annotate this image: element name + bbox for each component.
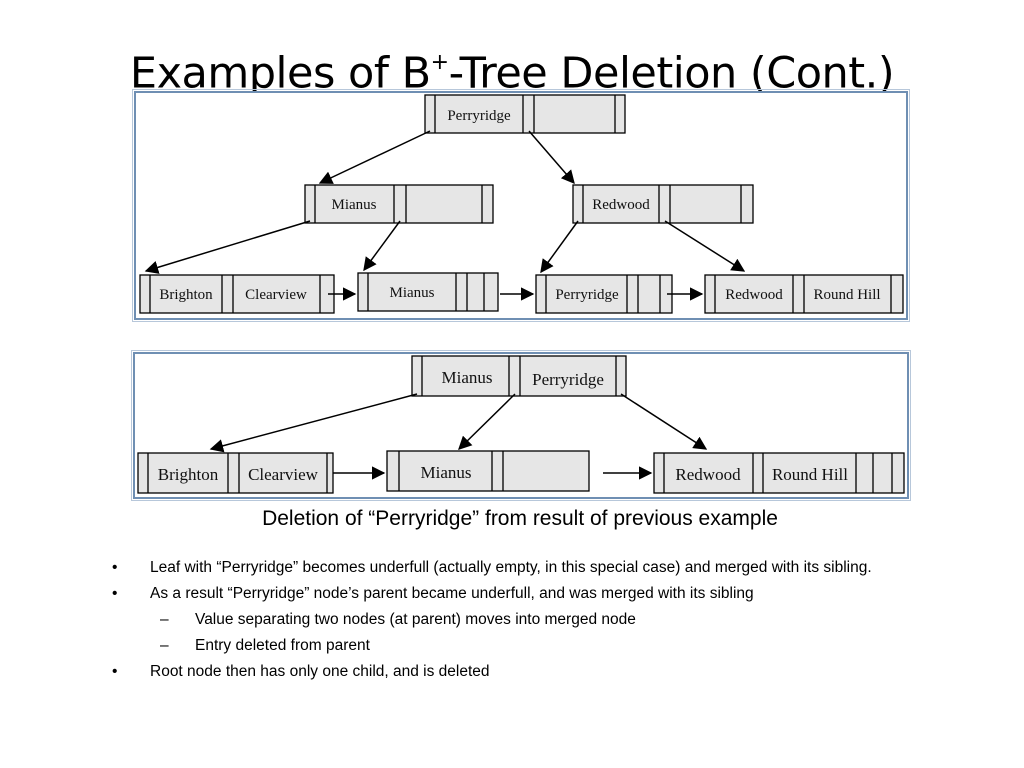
internal-left-key-1: Mianus xyxy=(332,197,377,213)
leaf2-key-1: Mianus xyxy=(390,285,435,301)
internal-right-key-1: Redwood xyxy=(592,197,650,213)
bullet-marker: • xyxy=(112,559,118,576)
bullet-text: As a result “Perryridge” node’s parent b… xyxy=(150,585,754,602)
sub-bullet-item: – Entry deleted from parent xyxy=(110,635,930,656)
merged-leaf2-key-1: Mianus xyxy=(421,463,472,482)
sub-bullet-text: Value separating two nodes (at parent) m… xyxy=(195,611,636,628)
tree-after-figure: Mianus Perryridge Brighton Clearview Mia… xyxy=(131,350,911,501)
tree-before-figure: Perryridge Mianus Redwood Bri xyxy=(132,89,910,322)
leaf-node-2: Mianus xyxy=(357,272,499,312)
merged-leaf3-key-1: Redwood xyxy=(675,465,741,484)
leaf3-key-1: Perryridge xyxy=(555,287,619,303)
internal-node-left: Mianus xyxy=(304,184,494,224)
bullet-item: • Root node then has only one child, and … xyxy=(110,661,930,682)
title-main: Examples of B xyxy=(129,48,431,99)
merged-leaf-node-1: Brighton Clearview xyxy=(137,452,334,494)
leaf4-key-1: Redwood xyxy=(725,287,783,303)
pointer-root-to-left xyxy=(318,130,431,184)
pointer-to-leaf-2 xyxy=(363,220,401,272)
bullet-item: • As a result “Perryridge” node’s parent … xyxy=(110,583,930,604)
merged-root-key-2: Perryridge xyxy=(532,370,604,389)
sub-bullet-marker: – xyxy=(160,637,169,654)
root-node: Perryridge xyxy=(424,94,626,134)
merged-leaf-node-3: Redwood Round Hill xyxy=(653,452,905,494)
sub-bullet-item: – Value separating two nodes (at parent) … xyxy=(110,609,930,630)
leaf-node-1: Brighton Clearview xyxy=(139,274,335,314)
explanation-list: • Leaf with “Perryridge” becomes underful… xyxy=(110,557,930,687)
leaf1-key-1: Brighton xyxy=(159,287,213,303)
leaf1-key-2: Clearview xyxy=(245,287,307,303)
title-superscript: + xyxy=(430,50,449,75)
bullet-text: Leaf with “Perryridge” becomes underfull… xyxy=(150,559,872,576)
bullet-marker: • xyxy=(112,585,118,602)
sub-bullet-text: Entry deleted from parent xyxy=(195,637,370,654)
merged-leaf1-key-2: Clearview xyxy=(248,465,319,484)
pointer-to-leaf-4 xyxy=(664,220,746,272)
merged-leaf-node-2: Mianus xyxy=(386,450,590,492)
merged-pointer-to-leaf-2 xyxy=(458,393,516,450)
leaf-node-3: Perryridge xyxy=(535,274,673,314)
title-rest: -Tree Deletion (Cont.) xyxy=(448,48,895,99)
merged-leaf1-key-1: Brighton xyxy=(158,465,219,484)
internal-node-right: Redwood xyxy=(572,184,754,224)
tree-before-svg: Perryridge Mianus Redwood Bri xyxy=(139,94,904,314)
leaf-node-4: Redwood Round Hill xyxy=(704,274,904,314)
pointer-root-to-right xyxy=(528,130,575,185)
slide-title: Examples of B+-Tree Deletion (Cont.) xyxy=(0,40,1024,99)
leaf4-key-2: Round Hill xyxy=(813,287,880,303)
merged-pointer-to-leaf-3 xyxy=(620,393,708,450)
pointer-to-leaf-3 xyxy=(540,220,579,274)
tree-after-svg: Mianus Perryridge Brighton Clearview Mia… xyxy=(137,355,905,494)
figure-caption: Deletion of “Perryridge” from result of … xyxy=(262,507,778,530)
root-key-1: Perryridge xyxy=(447,108,511,124)
merged-root-key-1: Mianus xyxy=(442,368,493,387)
bullet-item: • Leaf with “Perryridge” becomes underful… xyxy=(110,557,930,578)
sub-bullet-marker: – xyxy=(160,611,169,628)
bullet-marker: • xyxy=(112,663,118,680)
merged-leaf3-key-2: Round Hill xyxy=(772,465,848,484)
merged-root-node: Mianus Perryridge xyxy=(411,355,627,397)
merged-pointer-to-leaf-1 xyxy=(209,393,418,453)
bullet-text: Root node then has only one child, and i… xyxy=(150,663,490,680)
pointer-to-leaf-1 xyxy=(144,220,311,274)
